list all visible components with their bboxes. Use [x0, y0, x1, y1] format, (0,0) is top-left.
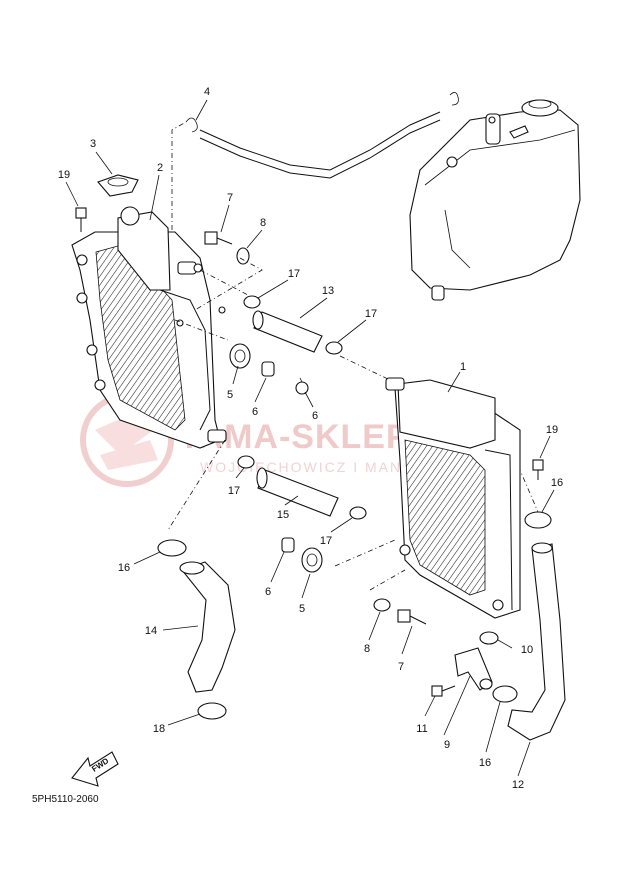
pipe-9 — [454, 647, 493, 691]
callout-17: 17 — [288, 268, 300, 280]
callout-12: 12 — [512, 779, 524, 791]
radiator-cap — [97, 174, 139, 197]
leader-lines — [65, 99, 555, 777]
callout-10: 10 — [521, 644, 533, 656]
grommet-5-upper — [229, 343, 251, 369]
fwd-arrow-icon: FWD — [71, 751, 119, 787]
diagram-code: 5PH5110-2060 — [32, 794, 99, 805]
collar-6-upper — [261, 361, 275, 377]
clamp-16-lower — [492, 685, 518, 703]
clamp-17-d — [349, 506, 367, 520]
callout-16: 16 — [551, 477, 563, 489]
hose-15 — [256, 467, 339, 517]
bolt-19-right — [532, 459, 544, 480]
callout-7: 7 — [398, 661, 404, 673]
callout-5: 5 — [227, 389, 233, 401]
hose-12 — [507, 542, 566, 741]
o-ring-10 — [479, 631, 499, 645]
collar-6-mid — [295, 381, 309, 395]
callout-7: 7 — [227, 192, 233, 204]
clamp-16-right — [524, 511, 552, 529]
callout-8: 8 — [260, 217, 266, 229]
bolt-19-left — [75, 207, 87, 232]
callout-8: 8 — [364, 643, 370, 655]
right-radiator — [385, 377, 521, 619]
callout-19: 19 — [58, 169, 70, 181]
callout-17: 17 — [320, 535, 332, 547]
overflow-hose — [185, 92, 459, 179]
grommet-5-lower — [301, 547, 323, 573]
callout-13: 13 — [322, 285, 334, 297]
callout-16: 16 — [479, 757, 491, 769]
alignment-lines — [167, 121, 539, 591]
left-radiator — [71, 206, 227, 449]
callout-3: 3 — [90, 138, 96, 150]
callout-16: 16 — [118, 562, 130, 574]
washer-8-upper — [236, 247, 250, 265]
hose-13 — [252, 310, 323, 353]
callout-6: 6 — [252, 406, 258, 418]
callout-4: 4 — [204, 86, 210, 98]
bolt-11 — [431, 685, 456, 697]
callout-6: 6 — [312, 410, 318, 422]
callout-14: 14 — [145, 625, 157, 637]
callout-1: 1 — [460, 361, 466, 373]
callout-6: 6 — [265, 586, 271, 598]
clamp-17-a — [243, 295, 261, 309]
callout-9: 9 — [444, 739, 450, 751]
callout-2: 2 — [157, 162, 163, 174]
clamp-17-c — [237, 455, 255, 469]
washer-8-lower — [373, 598, 391, 612]
collar-6-lower — [281, 537, 295, 553]
coolant-reservoir — [409, 99, 581, 301]
callout-18: 18 — [153, 723, 165, 735]
callout-19: 19 — [546, 424, 558, 436]
callout-15: 15 — [277, 509, 289, 521]
callout-5: 5 — [299, 603, 305, 615]
hose-14 — [179, 561, 236, 693]
bolt-7-lower — [397, 609, 427, 625]
clamp-16-left — [157, 539, 187, 557]
bolt-7-upper — [204, 231, 233, 245]
clamp-18 — [197, 702, 227, 720]
callout-11: 11 — [416, 723, 427, 735]
clamp-17-b — [325, 341, 343, 355]
callout-17: 17 — [365, 308, 377, 320]
callout-labels: 4 2 3 19 7 8 17 13 17 5 6 6 1 19 16 17 1… — [58, 86, 563, 791]
callout-17: 17 — [228, 485, 240, 497]
